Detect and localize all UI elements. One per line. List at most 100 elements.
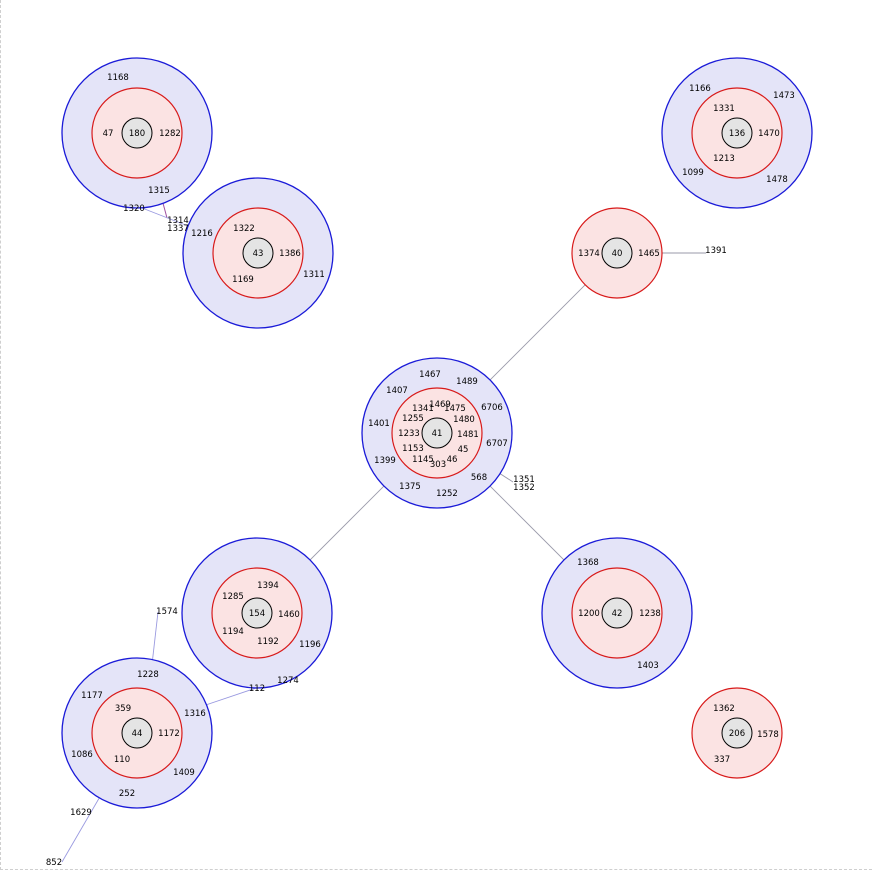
node-label: 1153 (402, 444, 424, 454)
node-label: 110 (114, 755, 130, 765)
node-label: 1475 (444, 404, 466, 414)
node-label: 1374 (578, 249, 600, 259)
core-label: 43 (253, 249, 264, 259)
core-label: 136 (729, 129, 745, 139)
cluster-154: 154 (181, 537, 333, 689)
node-label: 1238 (639, 609, 661, 619)
node-label: 337 (714, 755, 730, 765)
node-label: 1169 (232, 275, 254, 285)
node-label: 1315 (148, 186, 170, 196)
cluster-44: 44 (61, 657, 213, 809)
node-label: 1316 (184, 709, 206, 719)
node-label: 359 (115, 704, 131, 714)
node-label: 1481 (457, 430, 479, 440)
node-label: 1386 (279, 249, 301, 259)
node-label: 6706 (481, 403, 503, 413)
node-label: 1086 (71, 750, 93, 760)
core-node[interactable] (721, 117, 753, 149)
edge-9 (136, 205, 189, 227)
node-label: 1351 (513, 475, 535, 485)
node-label: 1409 (173, 768, 195, 778)
node-label: 1192 (257, 637, 279, 647)
node-label: 1460 (278, 610, 300, 620)
node-label: 112 (249, 684, 265, 694)
core-label: 40 (612, 249, 623, 259)
node-label: 1194 (222, 627, 244, 637)
node-label: 1578 (757, 730, 779, 740)
node-label: 1228 (137, 670, 159, 680)
node-label: 46 (447, 455, 458, 465)
core-node[interactable] (242, 237, 274, 269)
node-label: 252 (119, 789, 135, 799)
node-label: 303 (430, 460, 446, 470)
node-label: 1478 (766, 175, 788, 185)
node-label: 1320 (123, 204, 145, 214)
node-label: 1368 (577, 558, 599, 568)
node-label: 1489 (456, 377, 478, 387)
node-label: 1394 (257, 581, 279, 591)
core-node[interactable] (601, 597, 633, 629)
node-label: 1352 (513, 483, 535, 493)
core-label: 206 (729, 729, 745, 739)
node-label: 1213 (713, 154, 735, 164)
core-node[interactable] (121, 117, 153, 149)
node-label: 45 (458, 445, 469, 455)
core-node[interactable] (721, 717, 753, 749)
node-label: 1233 (398, 429, 420, 439)
node-label: 1399 (374, 456, 396, 466)
node-label: 1216 (191, 229, 213, 239)
node-label: 1274 (277, 676, 299, 686)
core-node[interactable] (121, 717, 153, 749)
node-label: 1470 (758, 129, 780, 139)
node-label: 1407 (386, 386, 408, 396)
node-label: 568 (471, 473, 487, 483)
node-label: 1341 (412, 404, 434, 414)
node-label: 1285 (222, 592, 244, 602)
frame-left-border (0, 0, 1, 870)
ring-layer: 180 43 136 40 41 154 42 44 206 (61, 57, 813, 809)
core-label: 41 (432, 429, 443, 439)
node-label: 1337 (167, 224, 189, 234)
core-node[interactable] (241, 597, 273, 629)
node-label: 1362 (713, 704, 735, 714)
cluster-206: 206 (691, 687, 783, 779)
core-label: 180 (129, 129, 145, 139)
core-label: 154 (249, 609, 265, 619)
node-label: 47 (103, 129, 114, 139)
node-label: 1172 (158, 729, 180, 739)
node-label: 852 (46, 858, 62, 868)
node-label: 1314 (167, 216, 189, 226)
node-label: 1401 (368, 419, 390, 429)
node-label: 1391 (705, 246, 727, 256)
node-label: 1331 (713, 104, 735, 114)
node-label: 1473 (773, 91, 795, 101)
node-label: 1480 (453, 415, 475, 425)
node-label: 1282 (159, 129, 181, 139)
node-label: 1467 (419, 370, 441, 380)
cluster-41: 41 (361, 357, 513, 509)
node-label: 1145 (412, 455, 434, 465)
node-label: 1469 (429, 400, 451, 410)
node-label: 1255 (402, 414, 424, 424)
node-label: 1465 (638, 249, 660, 259)
core-node[interactable] (601, 237, 633, 269)
node-label: 1166 (689, 84, 711, 94)
node-label: 1403 (637, 661, 659, 671)
node-label: 1099 (682, 168, 704, 178)
node-label: 1200 (578, 609, 600, 619)
node-label: 1322 (233, 224, 255, 234)
cluster-42: 42 (541, 537, 693, 689)
node-label: 1168 (107, 73, 129, 83)
cluster-40: 40 (571, 207, 663, 299)
core-node[interactable] (421, 417, 453, 449)
node-label: 1629 (70, 808, 92, 818)
node-label: 1375 (399, 482, 421, 492)
node-label: 1252 (436, 489, 458, 499)
cluster-180: 180 (61, 57, 213, 209)
node-label: 1196 (299, 640, 321, 650)
node-label: 1574 (156, 607, 178, 617)
cluster-43: 43 (182, 177, 334, 329)
node-label: 1311 (303, 270, 325, 280)
